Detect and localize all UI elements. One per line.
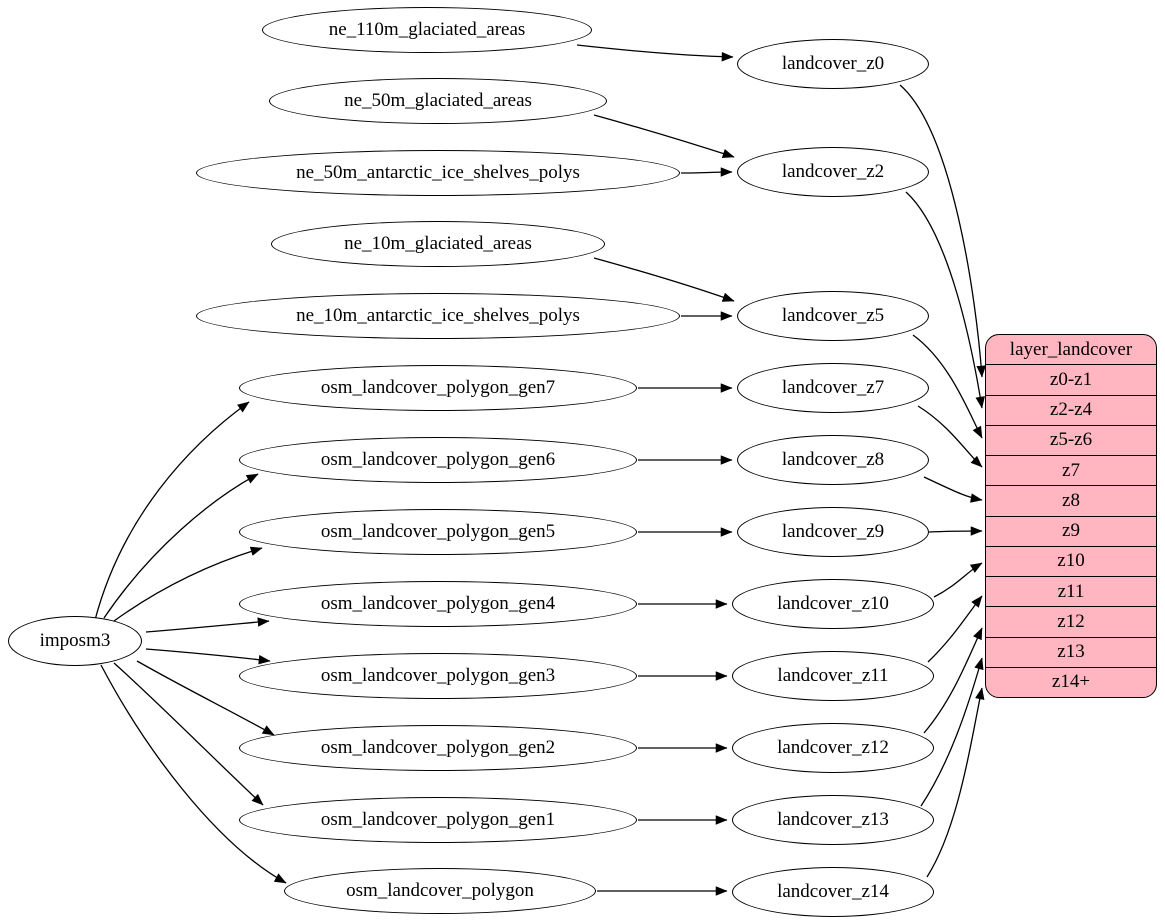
record-row-z11: z11: [986, 576, 1156, 606]
node-label: ne_10m_glaciated_areas: [344, 233, 532, 254]
node-osm-landcover-polygon-gen1: osm_landcover_polygon_gen1: [239, 797, 637, 843]
record-row-z12: z12: [986, 606, 1156, 636]
record-row-z7: z7: [986, 455, 1156, 485]
node-landcover-z7: landcover_z7: [737, 363, 929, 413]
node-label: ne_110m_glaciated_areas: [328, 19, 526, 40]
node-landcover-z11: landcover_z11: [732, 651, 934, 701]
node-landcover-z10: landcover_z10: [732, 579, 934, 629]
node-label: ne_50m_glaciated_areas: [344, 90, 532, 111]
record-title: layer_landcover: [1009, 338, 1133, 360]
node-landcover-z0: landcover_z0: [737, 39, 929, 89]
edge-imposm3-to-gen3: [145, 648, 271, 665]
edge-ne50m-to-z2: [593, 114, 735, 159]
record-row-z14plus: z14+: [986, 666, 1156, 697]
node-osm-landcover-polygon-gen2: osm_landcover_polygon_gen2: [239, 725, 637, 771]
node-osm-landcover-polygon-gen5: osm_landcover_polygon_gen5: [239, 509, 637, 555]
node-osm-landcover-polygon-gen6: osm_landcover_polygon_gen6: [239, 437, 637, 483]
node-label: ne_10m_antarctic_ice_shelves_polys: [296, 305, 580, 326]
record-row-z2-z4: z2-z4: [986, 394, 1156, 425]
edge-imposm3-to-gen4: [145, 617, 270, 633]
node-landcover-z5: landcover_z5: [737, 291, 929, 341]
record-row-z10: z10: [986, 545, 1156, 576]
edge-ne50mant-to-z2: [680, 167, 733, 177]
edge-imposm3-to-gen1: [113, 662, 264, 806]
node-label: landcover_z13: [777, 809, 889, 830]
record-row-z9: z9: [986, 515, 1156, 546]
node-layer-landcover: layer_landcover z0-z1 z2-z4 z5-z6 z7 z8 …: [985, 334, 1157, 698]
record-row-z13: z13: [986, 636, 1156, 667]
node-label: osm_landcover_polygon_gen1: [320, 809, 556, 830]
edge-imposm3-to-gen2: [136, 660, 275, 736]
node-label: imposm3: [39, 630, 111, 651]
node-label: landcover_z14: [777, 881, 889, 902]
node-label: osm_landcover_polygon_gen2: [320, 737, 556, 758]
node-osm-landcover-polygon-gen3: osm_landcover_polygon_gen3: [239, 653, 637, 699]
node-label: landcover_z5: [781, 305, 885, 326]
edge-imposm3-to-polygon: [100, 664, 287, 884]
node-landcover-z2: landcover_z2: [737, 147, 929, 197]
record-row-z5-z6: z5-z6: [986, 424, 1156, 455]
edge-z7-to-row-z7: [917, 405, 983, 468]
node-label: landcover_z0: [781, 53, 885, 74]
node-label: osm_landcover_polygon_gen5: [320, 521, 556, 542]
node-landcover-z14: landcover_z14: [732, 867, 934, 917]
record-row-z0-z1: z0-z1: [986, 364, 1156, 394]
edge-ne10m-to-z5: [593, 257, 735, 302]
node-ne-50m-glaciated-areas: ne_50m_glaciated_areas: [269, 78, 607, 124]
node-ne-10m-antarctic-ice-shelves-polys: ne_10m_antarctic_ice_shelves_polys: [196, 293, 680, 339]
node-label: landcover_z7: [781, 377, 885, 398]
edge-z9-to-row-z9: [928, 526, 983, 536]
node-label: osm_landcover_polygon: [346, 880, 534, 901]
node-label: osm_landcover_polygon_gen7: [320, 377, 556, 398]
edge-z12-to-row-z12: [923, 627, 983, 734]
node-landcover-z8: landcover_z8: [737, 435, 929, 485]
edge-z11-to-row-z11: [927, 595, 983, 663]
node-label: ne_50m_antarctic_ice_shelves_polys: [296, 162, 580, 183]
edge-z13-to-row-z13: [920, 657, 984, 807]
edge-imposm3-to-gen7: [94, 401, 250, 621]
node-osm-landcover-polygon: osm_landcover_polygon: [284, 868, 596, 914]
edge-z8-to-row-z8: [923, 476, 983, 503]
node-label: osm_landcover_polygon_gen4: [320, 593, 556, 614]
edge-z0-to-row-z0z1: [899, 84, 986, 378]
edge-ne110m-to-z0: [576, 44, 734, 62]
node-ne-50m-antarctic-ice-shelves-polys: ne_50m_antarctic_ice_shelves_polys: [196, 150, 680, 196]
node-landcover-z13: landcover_z13: [732, 795, 934, 845]
node-label: landcover_z12: [777, 737, 889, 758]
node-label: osm_landcover_polygon_gen6: [320, 449, 556, 470]
node-osm-landcover-polygon-gen7: osm_landcover_polygon_gen7: [239, 365, 637, 411]
edge-z14-to-row-z14plus: [926, 687, 985, 878]
edge-z5-to-row-z5z6: [912, 334, 983, 439]
node-label: osm_landcover_polygon_gen3: [320, 665, 556, 686]
node-osm-landcover-polygon-gen4: osm_landcover_polygon_gen4: [239, 581, 637, 627]
record-row-z8: z8: [986, 485, 1156, 515]
edge-imposm3-to-gen5: [113, 546, 263, 622]
node-label: landcover_z2: [781, 161, 885, 182]
node-landcover-z9: landcover_z9: [737, 507, 929, 557]
node-label: landcover_z9: [781, 521, 885, 542]
node-ne-110m-glaciated-areas: ne_110m_glaciated_areas: [262, 7, 592, 53]
edge-z2-to-row-z2z4: [905, 191, 985, 409]
node-ne-10m-glaciated-areas: ne_10m_glaciated_areas: [271, 221, 605, 267]
node-imposm3: imposm3: [8, 616, 142, 666]
node-label: landcover_z8: [781, 449, 885, 470]
node-label: landcover_z11: [777, 665, 889, 686]
node-landcover-z12: landcover_z12: [732, 723, 934, 773]
edge-z10-to-row-z10: [933, 562, 983, 598]
edge-imposm3-to-gen6: [103, 473, 259, 619]
node-label: landcover_z10: [777, 593, 889, 614]
